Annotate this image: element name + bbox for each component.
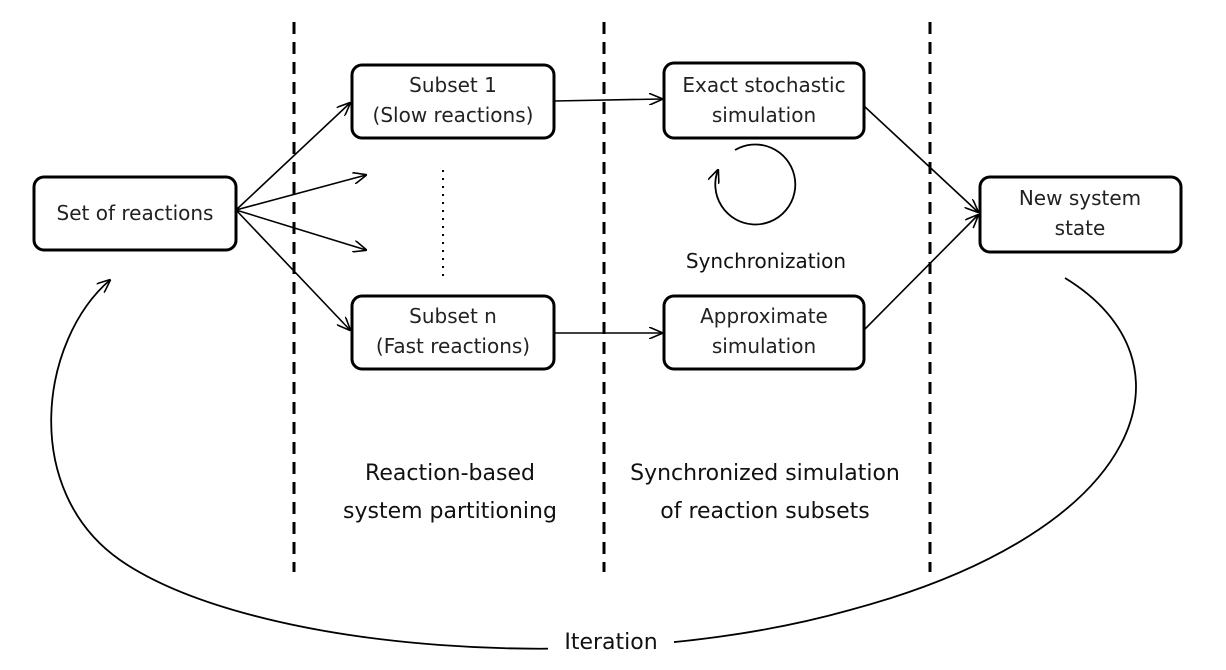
arrow-reactions-to-subset-n [235, 209, 350, 330]
node-set-of-reactions-label: Set of reactions [57, 201, 214, 225]
node-subset-1 [350, 63, 556, 140]
phase-partitioning-line2: system partitioning [343, 499, 557, 524]
node-exact-simulation [662, 61, 866, 140]
node-subset-n-line2: (Fast reactions) [376, 334, 530, 358]
arrow-subset-1-to-exact [553, 99, 662, 101]
iteration-label: Iteration [564, 630, 657, 655]
node-new-system-state-line2: state [1055, 216, 1106, 240]
phase-synchronized-line2: of reaction subsets [660, 499, 869, 524]
node-subset-1-line2: (Slow reactions) [373, 103, 534, 127]
iteration-loop-arrow [50, 277, 1137, 650]
node-subset-1-line1: Subset 1 [409, 73, 497, 97]
synchronization-label: Synchronization [686, 249, 846, 273]
phase-synchronized-line1: Synchronized simulation [630, 461, 900, 486]
node-approximate-simulation-line1: Approximate [700, 304, 828, 328]
node-approximate-simulation [662, 294, 866, 371]
node-exact-simulation-line1: Exact stochastic [682, 73, 845, 97]
node-subset-n-line1: Subset n [409, 304, 497, 328]
arrow-reactions-to-subset-1 [235, 103, 350, 211]
node-subset-n [350, 294, 556, 371]
node-approximate-simulation-line2: simulation [712, 334, 816, 358]
iteration-label-background [548, 626, 674, 656]
node-new-system-state-line1: New system [1019, 186, 1141, 210]
synchronization-loop-arrow [715, 143, 797, 226]
arrow-reactions-to-subset-2 [235, 175, 366, 211]
node-set-of-reactions [32, 175, 238, 252]
phase-partitioning-line1: Reaction-based [365, 461, 535, 486]
node-new-system-state [978, 175, 1183, 254]
node-exact-simulation-line2: simulation [712, 103, 816, 127]
arrow-reactions-to-subset-3 [235, 209, 366, 250]
arrow-exact-to-new-state [863, 105, 978, 212]
arrow-approx-to-new-state [863, 215, 978, 331]
